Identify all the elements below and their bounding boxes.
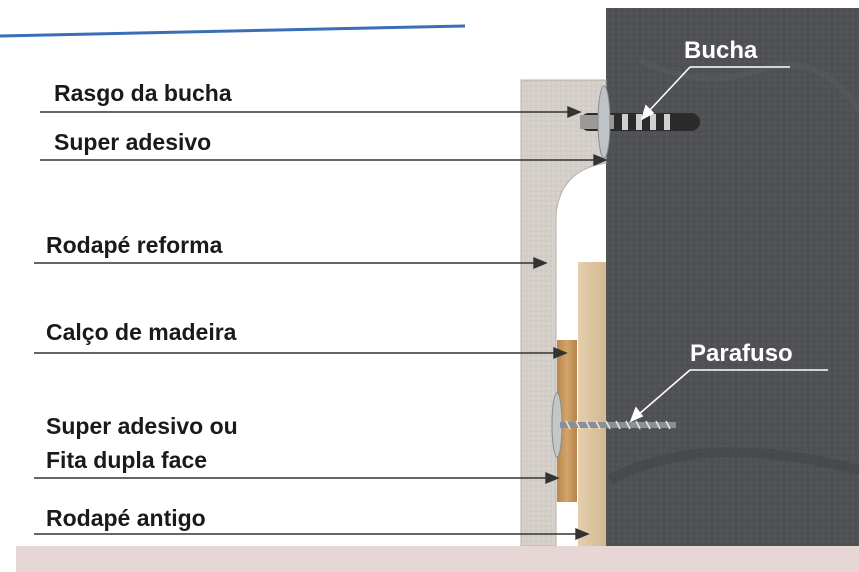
- label-bucha: Bucha: [684, 37, 758, 64]
- label-super-adesivo-ou: Super adesivo ou: [46, 413, 238, 439]
- screw-icon: [551, 392, 676, 458]
- label-rodape-antigo: Rodapé antigo: [46, 505, 206, 531]
- new-baseboard: [520, 79, 607, 547]
- label-fita-dupla-face: Fita dupla face: [46, 447, 208, 473]
- header-accent-line: [0, 24, 466, 38]
- label-parafuso: Parafuso: [690, 340, 793, 367]
- wood-shim: [557, 340, 577, 502]
- label-super-adesivo: Super adesivo: [54, 129, 212, 155]
- old-baseboard: [578, 262, 606, 546]
- label-calco-de-madeira: Calço de madeira: [46, 319, 237, 345]
- floor: [16, 546, 859, 572]
- wall-anchor-icon: [580, 85, 700, 159]
- label-rasgo-da-bucha: Rasgo da bucha: [54, 80, 232, 106]
- label-rodape-reforma: Rodapé reforma: [46, 232, 223, 258]
